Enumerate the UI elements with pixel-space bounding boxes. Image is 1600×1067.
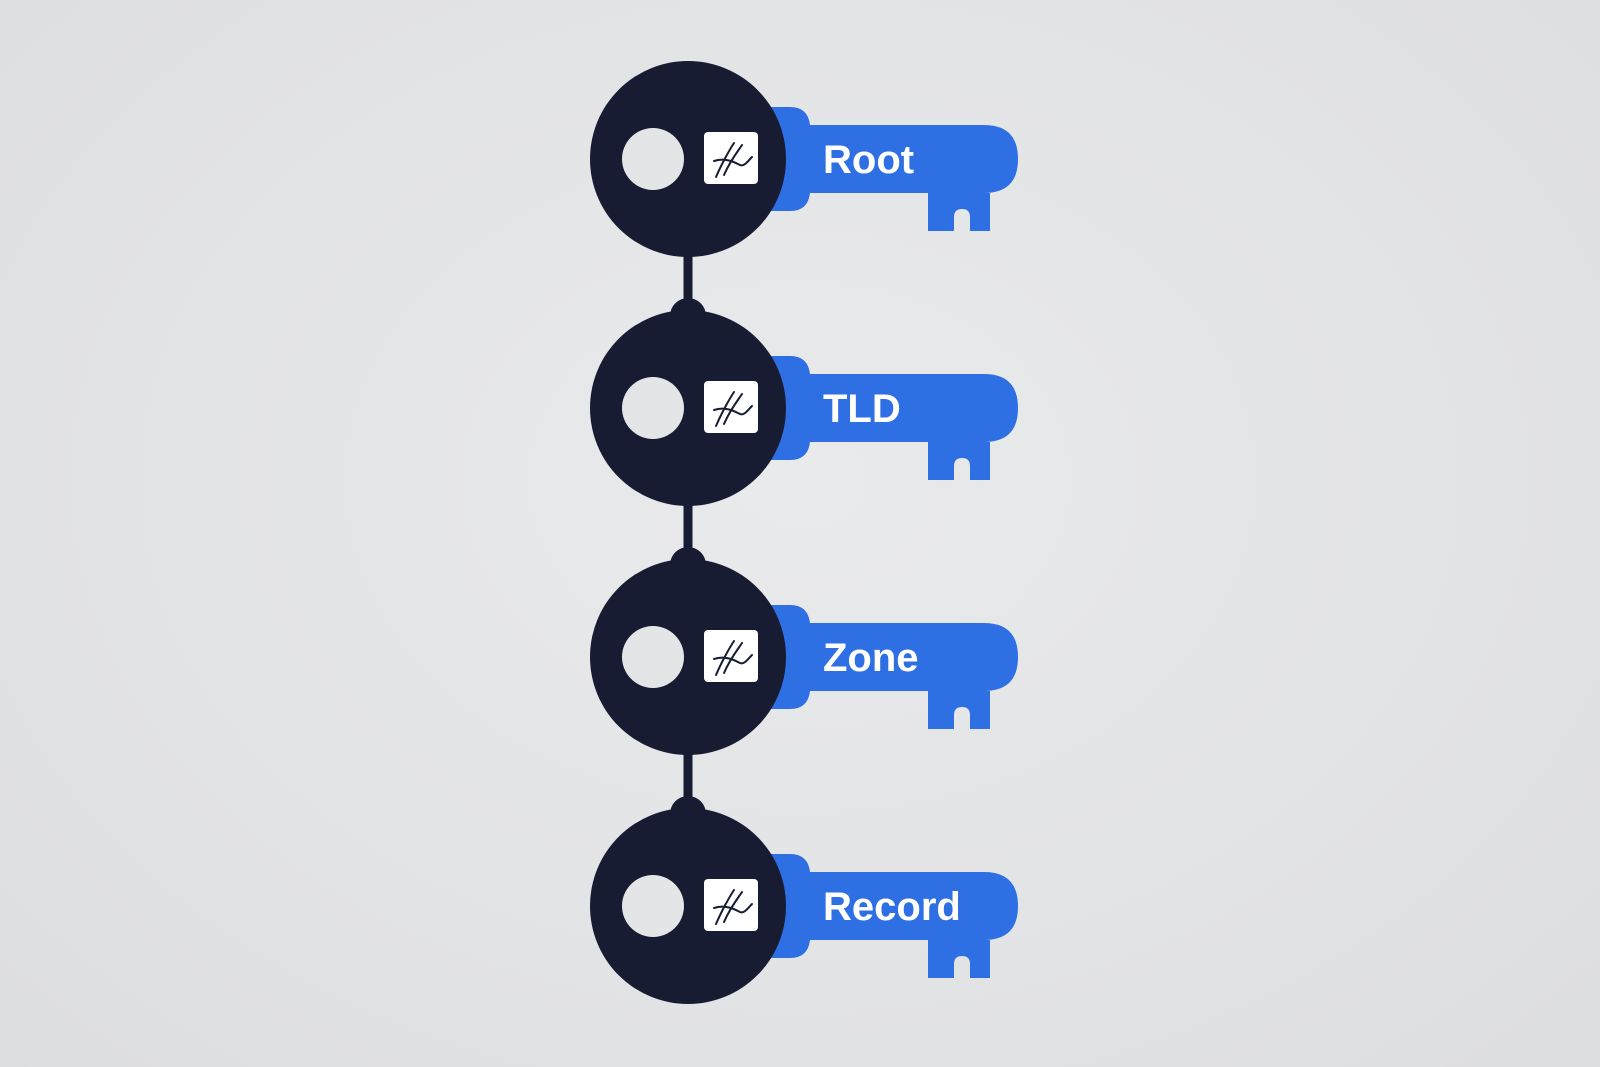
level-label: Zone: [823, 636, 919, 680]
chain-level-zone: Zone: [590, 559, 1018, 755]
chain-level-record: Record: [590, 808, 1018, 1004]
key-bow-icon: [590, 61, 786, 257]
signature-card-icon: [704, 630, 758, 682]
signature-card-icon: [704, 132, 758, 184]
keyhole-ring-icon: [622, 626, 684, 688]
key-bow-icon: [590, 310, 786, 506]
level-label: TLD: [823, 387, 901, 431]
signature-card-icon: [704, 381, 758, 433]
keyhole-ring-icon: [622, 377, 684, 439]
keyhole-ring-icon: [622, 875, 684, 937]
chain-level-root: Root: [590, 61, 1018, 257]
key-blade-icon: [760, 854, 1018, 978]
chain-level-tld: TLD: [590, 310, 1018, 506]
level-label: Record: [823, 885, 961, 929]
keyhole-ring-icon: [622, 128, 684, 190]
key-bow-icon: [590, 559, 786, 755]
key-blade-icon: [760, 356, 1018, 480]
key-blade-icon: [760, 605, 1018, 729]
signature-card-icon: [704, 879, 758, 931]
key-blade-icon: [760, 107, 1018, 231]
level-label: Root: [823, 138, 914, 182]
key-bow-icon: [590, 808, 786, 1004]
